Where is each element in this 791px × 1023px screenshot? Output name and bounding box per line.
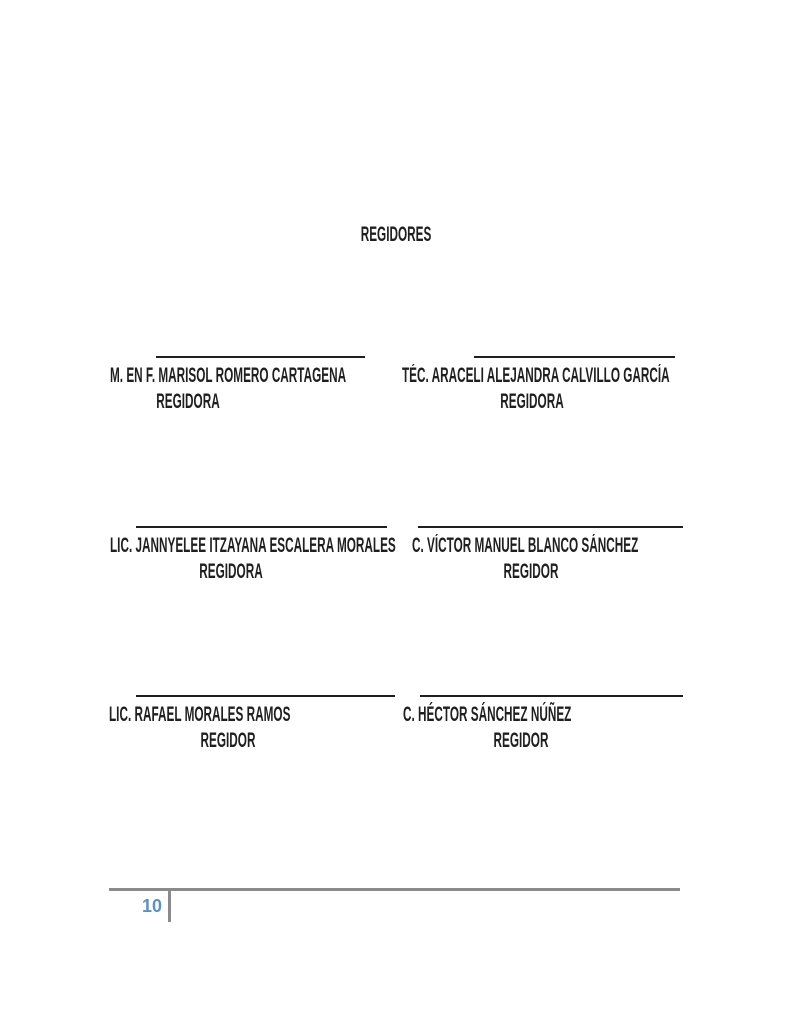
page-title: REGIDORES	[360, 223, 432, 246]
signature-line	[418, 526, 683, 528]
signatory-name: C. HÉCTOR SÁNCHEZ NÚÑEZ	[403, 703, 572, 726]
page-number: 10	[142, 896, 163, 916]
signatory-role: REGIDORA	[500, 390, 564, 413]
signatory-role: REGIDOR	[503, 560, 559, 583]
signatory-role: REGIDORA	[156, 390, 220, 413]
signatory-name: LIC. RAFAEL MORALES RAMOS	[109, 703, 291, 726]
signature-line	[156, 356, 365, 358]
signatory-role: REGIDORA	[199, 560, 263, 583]
signature-line	[136, 695, 395, 697]
signatory-name: C. VÍCTOR MANUEL BLANCO SÁNCHEZ	[412, 534, 639, 557]
signature-line	[474, 356, 675, 358]
signatory-role: REGIDOR	[200, 729, 256, 752]
footer-divider	[168, 888, 171, 922]
signatory-name: LIC. JANNYELEE ITZAYANA ESCALERA MORALES	[110, 534, 396, 557]
signatory-name: TÉC. ARACELI ALEJANDRA CALVILLO GARCÍA	[402, 364, 670, 387]
signatory-name: M. EN F. MARISOL ROMERO CARTAGENA	[110, 364, 347, 387]
footer-rule	[109, 888, 680, 891]
signature-line	[420, 695, 683, 697]
signatory-role: REGIDOR	[493, 729, 549, 752]
signature-line	[136, 526, 387, 528]
